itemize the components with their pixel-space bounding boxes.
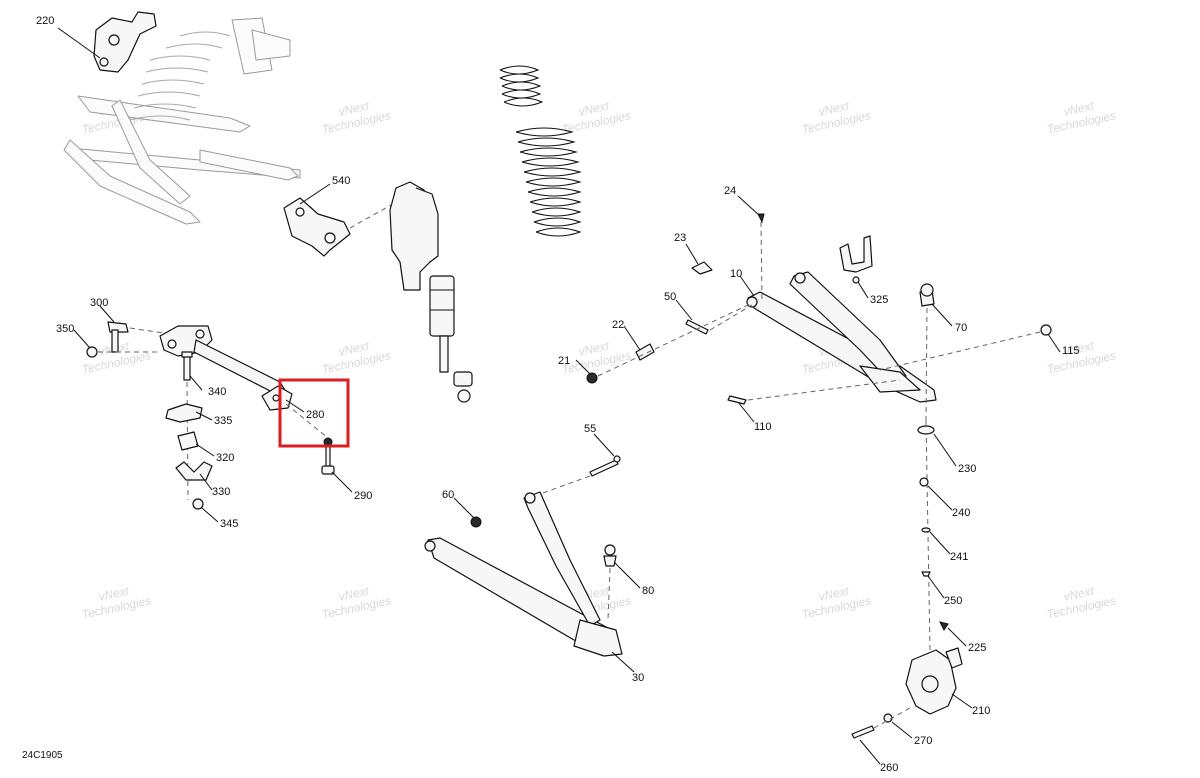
watermark: vNext (577, 339, 611, 359)
callout-24: 24 (724, 185, 736, 197)
part-22-bushing[interactable] (635, 343, 655, 361)
watermark: vNext (337, 99, 371, 119)
watermarks: vNext Technologies vNext Technologies vN… (81, 99, 1118, 622)
part-220-bracket[interactable] (93, 11, 157, 73)
part-350-nut[interactable] (86, 346, 98, 358)
part-540-shock-bracket[interactable] (283, 197, 351, 257)
part-30-lower-arm[interactable] (424, 491, 623, 657)
part-50-bolt[interactable] (685, 319, 709, 335)
callout-225: 225 (968, 642, 986, 654)
part-300-link[interactable] (107, 321, 129, 353)
watermark: vNext (337, 339, 371, 359)
callout-50: 50 (664, 291, 676, 303)
callout-21: 21 (558, 355, 570, 367)
part-250-pin[interactable] (921, 571, 931, 577)
part-115-bushing[interactable] (1040, 324, 1052, 336)
callout-320: 320 (216, 452, 234, 464)
callout-70: 70 (955, 322, 967, 334)
part-330-clamp[interactable] (175, 461, 213, 481)
watermark: vNext (337, 584, 371, 604)
callout-80: 80 (642, 585, 654, 597)
watermark: vNext (1062, 339, 1096, 359)
part-80-ball-joint[interactable] (603, 544, 617, 567)
shock-absorber[interactable] (389, 181, 473, 403)
callout-260: 260 (880, 762, 898, 774)
callout-290: 290 (354, 490, 372, 502)
part-241-washer[interactable] (921, 527, 931, 533)
callout-300: 300 (90, 297, 108, 309)
callout-250: 250 (944, 595, 962, 607)
part-210-knuckle[interactable] (905, 647, 963, 715)
part-21-bushing[interactable] (586, 372, 598, 384)
part-240-nut[interactable] (919, 477, 929, 487)
part-10-upper-arm[interactable] (746, 271, 937, 403)
part-110-bolt[interactable] (727, 395, 747, 405)
callout-325: 325 (870, 294, 888, 306)
part-23-clip[interactable] (691, 261, 713, 275)
callout-23: 23 (674, 232, 686, 244)
callout-110: 110 (754, 421, 772, 433)
callout-340: 340 (208, 386, 226, 398)
spring-main[interactable] (515, 127, 582, 237)
watermark: vNext (1062, 99, 1096, 119)
callout-10: 10 (730, 268, 742, 280)
watermark: vNext (97, 584, 131, 604)
watermark: vNext (817, 584, 851, 604)
part-280-bracket[interactable] (261, 385, 293, 411)
sway-bar[interactable] (159, 325, 287, 395)
part-325-bracket[interactable] (839, 235, 873, 284)
part-345-nut[interactable] (192, 498, 204, 510)
callout-270: 270 (914, 735, 932, 747)
callout-22: 22 (612, 319, 624, 331)
highlight-box (278, 378, 350, 448)
callout-241: 241 (950, 551, 968, 563)
callout-55: 55 (584, 423, 596, 435)
part-225-screw[interactable] (939, 621, 949, 631)
callout-280: 280 (306, 409, 324, 421)
part-290-link[interactable] (321, 437, 335, 475)
callout-labels: 220 540 24 23 10 325 70 50 22 21 115 110… (36, 15, 1080, 774)
part-55-bolt[interactable] (589, 455, 621, 477)
spring-small[interactable] (499, 65, 544, 107)
part-230-ring[interactable] (917, 425, 935, 435)
part-260-bolt[interactable] (851, 725, 875, 739)
watermark: vNext (1062, 584, 1096, 604)
callout-335: 335 (214, 415, 232, 427)
part-70-ball-joint[interactable] (919, 283, 935, 307)
callout-115: 115 (1062, 345, 1080, 357)
part-60-nut[interactable] (470, 516, 482, 528)
part-320-bushing[interactable] (177, 431, 199, 451)
callout-230: 230 (958, 463, 976, 475)
watermark: vNext (577, 99, 611, 119)
part-340-bolt[interactable] (181, 351, 193, 381)
callout-345: 345 (220, 518, 238, 530)
callout-210: 210 (972, 705, 990, 717)
callout-30: 30 (632, 672, 644, 684)
watermark: vNext (817, 99, 851, 119)
document-code: 24C1905 (22, 750, 63, 761)
leader-lines (57, 27, 1061, 765)
callout-220: 220 (36, 15, 54, 27)
callout-330: 330 (212, 486, 230, 498)
part-270-nut[interactable] (883, 713, 893, 723)
callout-540: 540 (332, 175, 350, 187)
callout-60: 60 (442, 489, 454, 501)
callout-350: 350 (56, 323, 74, 335)
part-335-clamp[interactable] (165, 403, 203, 423)
callout-240: 240 (952, 507, 970, 519)
assembly-overview (63, 17, 301, 225)
